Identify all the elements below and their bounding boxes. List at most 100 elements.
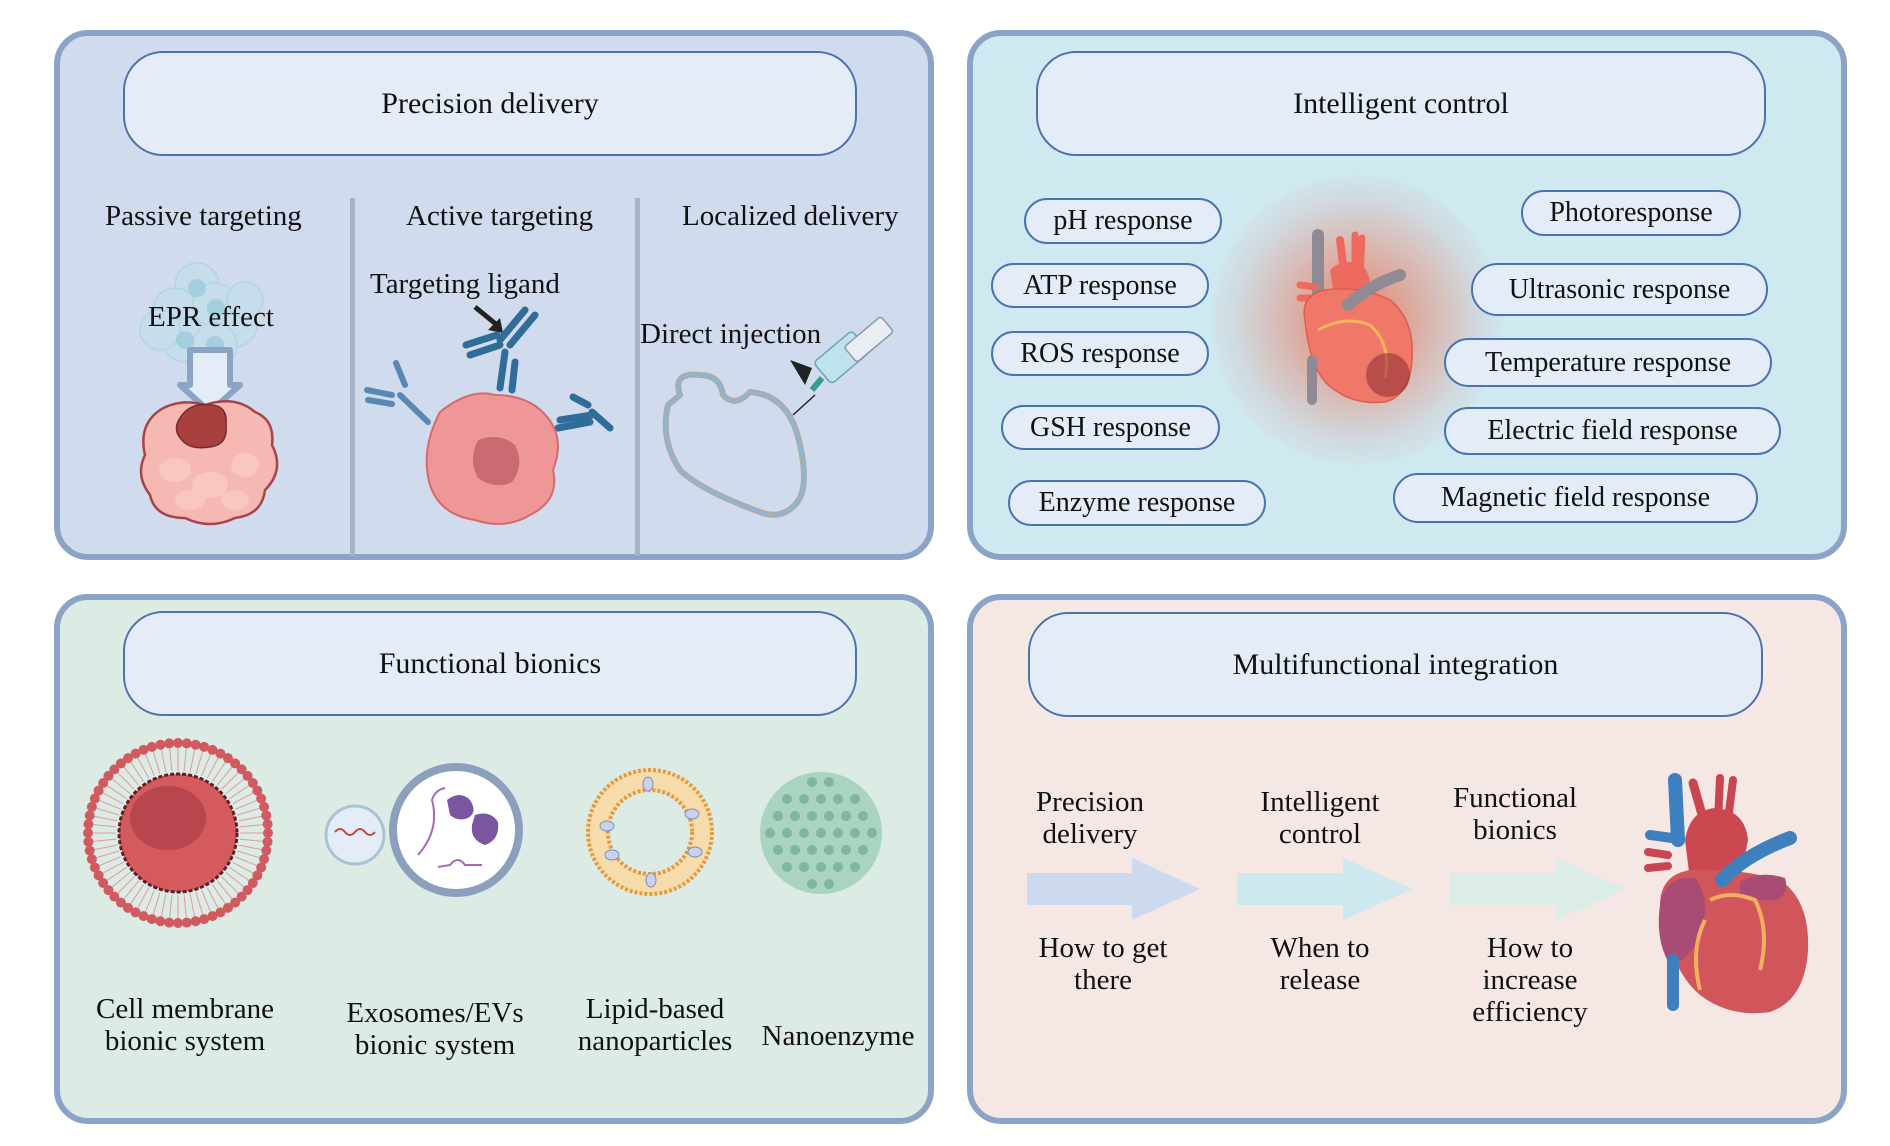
lipid-tail bbox=[229, 867, 249, 881]
epr-effect-label: EPR effect bbox=[148, 301, 274, 333]
lipid-tail bbox=[237, 807, 260, 816]
lipid-tail bbox=[102, 792, 124, 805]
nanoenzyme-pore bbox=[833, 794, 843, 804]
nanoenzyme-icon bbox=[760, 772, 882, 894]
lipid-tail bbox=[152, 892, 161, 915]
nanoenzyme-pore bbox=[833, 862, 843, 872]
membrane-bead bbox=[173, 738, 183, 748]
targeting-ligand-label: Targeting ligand bbox=[370, 268, 560, 300]
nanoenzyme-pore bbox=[782, 862, 792, 872]
nanoenzyme-pore bbox=[790, 811, 800, 821]
response-pill-gsh: GSH response bbox=[1001, 405, 1220, 450]
membrane-bead bbox=[242, 770, 253, 781]
membrane-bead bbox=[190, 739, 201, 750]
membrane-bead bbox=[215, 907, 226, 918]
membrane-bead bbox=[199, 741, 210, 752]
lipid-tail bbox=[206, 887, 219, 909]
lipid-tail bbox=[221, 876, 239, 894]
membrane-bead bbox=[109, 891, 120, 902]
response-pill-enzyme: Enzyme response bbox=[1008, 480, 1266, 526]
membrane-bead bbox=[263, 828, 273, 838]
response-label: Electric field response bbox=[1487, 415, 1738, 446]
membrane-bead bbox=[164, 738, 175, 749]
nanoenzyme-pore bbox=[782, 828, 792, 838]
membrane-bead bbox=[230, 758, 241, 769]
membrane-bead bbox=[93, 870, 104, 881]
lipid-tail bbox=[107, 867, 127, 881]
lipid-tail bbox=[94, 815, 118, 822]
lipid-tail bbox=[152, 751, 161, 774]
nanoenzyme-pore bbox=[850, 828, 860, 838]
lipid-tail bbox=[137, 757, 150, 779]
nanoenzyme-pore bbox=[833, 828, 843, 838]
functional-bionics-title: Functional bionics bbox=[378, 646, 602, 680]
intelligent-control-header: Intelligent control bbox=[1036, 51, 1766, 156]
membrane-bead bbox=[252, 870, 263, 881]
flow-arrow-3 bbox=[1450, 858, 1626, 920]
lipid-tail bbox=[201, 754, 211, 776]
passive-targeting-heading: Passive targeting bbox=[105, 200, 302, 232]
nanoenzyme-pore bbox=[824, 879, 834, 889]
lipid-tail bbox=[235, 856, 257, 866]
membrane-bead bbox=[146, 914, 157, 925]
membrane-bead bbox=[98, 878, 109, 889]
membrane-bead bbox=[236, 891, 247, 902]
membrane-bead bbox=[242, 885, 253, 896]
lipid-tail bbox=[225, 871, 245, 888]
membrane-bead bbox=[252, 785, 263, 796]
response-label: GSH response bbox=[1030, 411, 1191, 443]
nanoenzyme-pore bbox=[824, 811, 834, 821]
lipid-tail bbox=[137, 887, 150, 909]
lipid-tail bbox=[93, 824, 117, 828]
lipid-tail bbox=[232, 792, 254, 805]
lipid-tail bbox=[111, 871, 131, 888]
lipid-tail bbox=[96, 807, 119, 816]
response-pill-atp: ATP response bbox=[991, 263, 1209, 308]
lipid-tail bbox=[235, 800, 257, 810]
response-pill-ros: ROS response bbox=[991, 331, 1209, 376]
lipid-tail bbox=[229, 785, 249, 799]
direct-injection-label: Direct injection bbox=[640, 318, 822, 350]
nanoenzyme-pore bbox=[850, 862, 860, 872]
response-pill-photo: Photoresponse bbox=[1521, 190, 1741, 236]
membrane-bead bbox=[86, 801, 97, 812]
nanoenzyme-pore bbox=[867, 828, 877, 838]
precision-delivery-title: Precision delivery bbox=[381, 86, 599, 120]
membrane-bead bbox=[262, 819, 273, 830]
response-label: Magnetic field response bbox=[1440, 482, 1711, 513]
nanoenzyme-pore bbox=[816, 828, 826, 838]
membrane-bead bbox=[190, 916, 201, 927]
membrane-bead bbox=[247, 777, 258, 788]
nanoenzyme-pore bbox=[858, 811, 868, 821]
nanoenzyme-pore bbox=[799, 828, 809, 838]
membrane-bead bbox=[84, 845, 95, 856]
membrane-bead bbox=[181, 917, 192, 928]
response-pill-ph: pH response bbox=[1024, 198, 1222, 244]
response-label: pH response bbox=[1053, 205, 1193, 236]
lipid-tail bbox=[160, 893, 167, 917]
lipid-tail bbox=[130, 884, 144, 904]
nanoenzyme-pore bbox=[773, 845, 783, 855]
membrane-bead bbox=[130, 748, 141, 759]
response-pill-electric-field: Electric field response bbox=[1444, 407, 1781, 455]
membrane-bead bbox=[130, 907, 141, 918]
nanoenzyme-pore bbox=[858, 845, 868, 855]
lipid-tail bbox=[99, 800, 121, 810]
membrane-bead bbox=[138, 911, 149, 922]
multifunctional-integration-title: Multifunctional integration bbox=[1232, 647, 1559, 681]
lipid-tail bbox=[225, 778, 245, 795]
nanoenzyme-pore bbox=[765, 828, 775, 838]
nanoenzyme-pore bbox=[799, 794, 809, 804]
lipid-tail bbox=[107, 785, 127, 799]
lipid-tail bbox=[183, 748, 187, 772]
lipid-nanoparticle-icon bbox=[586, 768, 714, 896]
